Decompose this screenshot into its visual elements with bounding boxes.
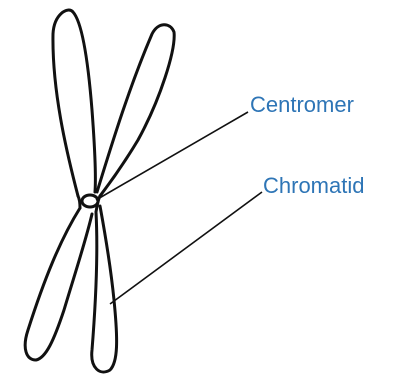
upper-right-chromatid-arm	[97, 25, 174, 196]
centromere-constriction	[82, 195, 98, 207]
centromere-left-join	[78, 196, 80, 208]
lower-left-chromatid-arm	[25, 208, 92, 360]
chromatid-leader-line	[110, 192, 262, 304]
lower-right-chromatid-arm	[92, 206, 117, 372]
centromer-label: Centromer	[250, 94, 354, 116]
chromatid-label: Chromatid	[263, 175, 364, 197]
upper-left-chromatid-arm	[53, 10, 95, 196]
